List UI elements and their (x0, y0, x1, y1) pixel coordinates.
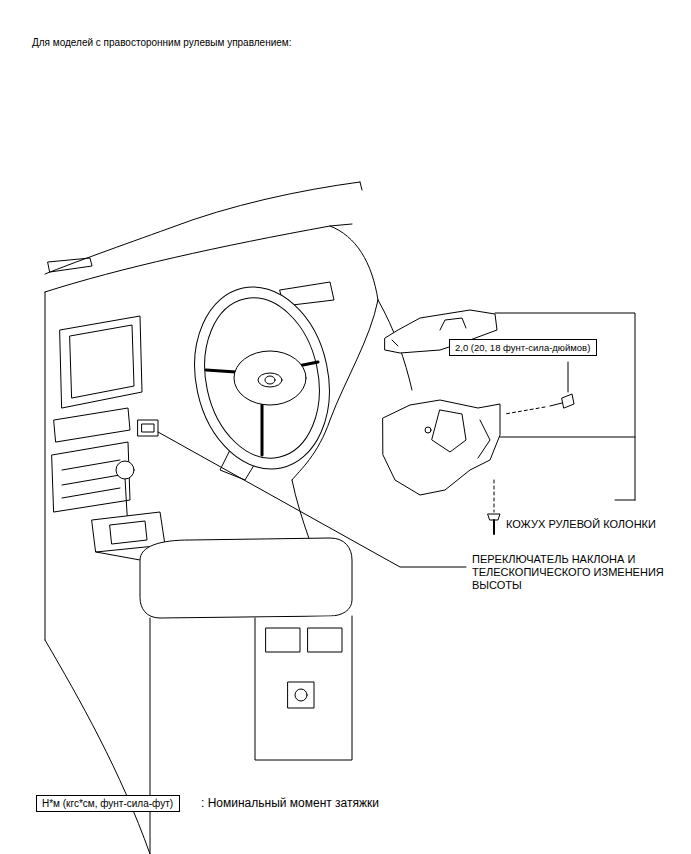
box-text: Н*м (кгс*см, фунт-сила-фут) (42, 798, 174, 809)
box-text: 2,0 (20, 18 фунт-сила-дюймов) (455, 342, 591, 353)
heading: Для моделей с правосторонним рулевым упр… (32, 37, 291, 49)
part-name: ПЕРЕКЛЮЧАТЕЛЬ НАКЛОНА И ТЕЛЕСКОПИЧЕСКОГО… (472, 553, 677, 593)
spec-box: Н*м (кгс*см, фунт-сила-фут) (36, 795, 180, 812)
part-name: КОЖУХ РУЛЕВОЙ КОЛОНКИ (506, 518, 656, 531)
spec-box: 2,0 (20, 18 фунт-сила-дюймов) (449, 339, 597, 356)
part-name: : Номинальный момент затяжки (201, 796, 379, 810)
